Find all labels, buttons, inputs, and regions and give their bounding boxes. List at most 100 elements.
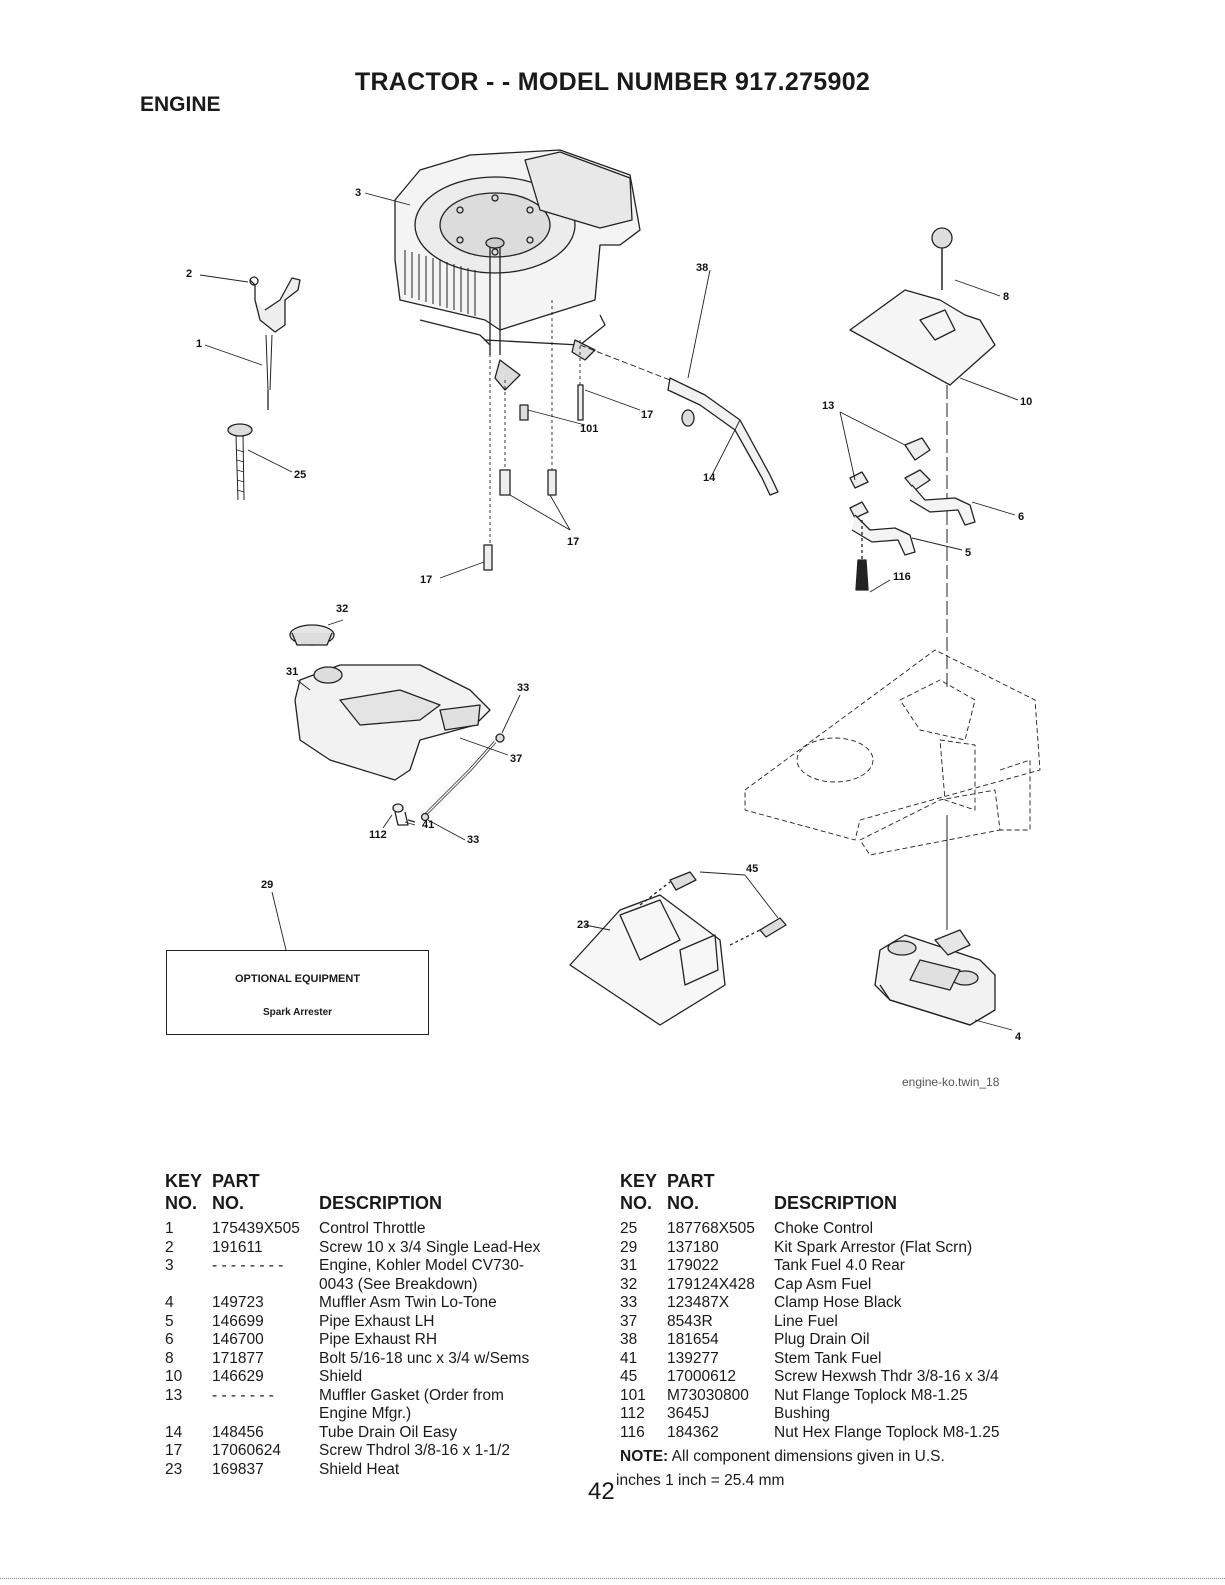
- part-description: Screw Hexwsh Thdr 3/8-16 x 3/4: [774, 1368, 999, 1385]
- part-description: Engine Mfgr.): [319, 1405, 412, 1422]
- part-description: Screw Thdrol 3/8-16 x 1-1/2: [319, 1442, 510, 1459]
- note-text: All component dimensions given in U.S.: [671, 1448, 945, 1465]
- part-description: Bushing: [774, 1405, 831, 1422]
- part-number: - - - - - - -: [212, 1386, 274, 1404]
- callout-13: 13: [822, 400, 834, 412]
- part-description: Bolt 5/16-18 unc x 3/4 w/Sems: [319, 1349, 530, 1367]
- part-description: Choke Control: [774, 1220, 874, 1237]
- part-description: Muffler Asm Twin Lo-Tone: [319, 1294, 497, 1311]
- oil-drain-tube-illustration: [579, 344, 779, 496]
- callout-8: 8: [1003, 291, 1009, 303]
- callout-25: 25: [294, 469, 306, 481]
- part-description: Tank Fuel 4.0 Rear: [774, 1257, 905, 1274]
- part-key-number: 29: [620, 1238, 638, 1256]
- callout-4: 4: [1015, 1031, 1022, 1043]
- part-key-number: 101: [620, 1386, 646, 1404]
- part-key-number: 4: [165, 1294, 174, 1311]
- part-number: 181654: [667, 1331, 719, 1348]
- page-number: 42: [588, 1478, 615, 1505]
- part-key-number: 31: [620, 1257, 638, 1274]
- part-description: Control Throttle: [319, 1220, 426, 1237]
- parts-row: 0043 (See Breakdown): [165, 1276, 540, 1295]
- callout-101: 101: [580, 423, 598, 435]
- callout-2: 2: [186, 268, 192, 280]
- part-description: Engine, Kohler Model CV730-: [319, 1257, 525, 1274]
- header-key-top: KEY: [165, 1171, 203, 1191]
- callout-33b: 33: [467, 834, 479, 846]
- callout-116: 116: [893, 571, 911, 583]
- part-number: 184362: [667, 1423, 719, 1441]
- callout-37: 37: [510, 753, 522, 765]
- callout-32: 32: [336, 603, 348, 615]
- header-part: NO.: [667, 1193, 700, 1213]
- part-key-number: 32: [620, 1275, 638, 1293]
- part-number: 175439X505: [212, 1220, 300, 1237]
- part-description: Pipe Exhaust LH: [319, 1312, 435, 1330]
- parts-row: 17 17060624 Screw Thdrol 3/8-16 x 1-1/2: [165, 1442, 540, 1461]
- callout-6: 6: [1018, 511, 1024, 523]
- note-text-continued: inches 1 inch = 25.4 mm: [616, 1472, 785, 1489]
- part-number: 171877: [212, 1349, 264, 1367]
- part-key-number: 1: [165, 1220, 174, 1237]
- part-key-number: 6: [165, 1331, 174, 1348]
- header-part: NO.: [212, 1193, 245, 1213]
- header-key-top: KEY: [620, 1171, 658, 1191]
- part-description: Pipe Exhaust RH: [319, 1331, 438, 1348]
- part-key-number: 3: [165, 1257, 174, 1274]
- part-key-number: 45: [620, 1368, 638, 1385]
- parts-row: 38 181654 Plug Drain Oil: [620, 1331, 999, 1350]
- part-number: 17060624: [212, 1442, 281, 1459]
- exhaust-pipes-illustration: [849, 437, 976, 591]
- part-number: M73030800: [667, 1386, 749, 1404]
- callout-17c: 17: [420, 574, 432, 586]
- callout-41: 41: [422, 819, 434, 831]
- part-description: Kit Spark Arrestor (Flat Scrn): [774, 1238, 973, 1256]
- diagram-reference-code: engine-ko.twin_18: [902, 1075, 1000, 1089]
- part-key-number: 38: [620, 1331, 638, 1348]
- part-number: 3645J: [667, 1405, 710, 1422]
- part-description: Plug Drain Oil: [774, 1331, 870, 1348]
- header-part-top: PART: [667, 1171, 715, 1191]
- callout-5: 5: [965, 547, 971, 559]
- callout-10: 10: [1020, 396, 1032, 408]
- part-number: - - - - - - - -: [212, 1257, 284, 1274]
- engine-illustration: [394, 149, 641, 391]
- callout-38: 38: [696, 262, 708, 274]
- header-key: NO.: [620, 1193, 653, 1213]
- exploded-parts-diagram: 3 2 1 25 38 17 101 14 17 17 8 10 13 6 5 …: [186, 149, 1041, 1089]
- frame-outline-illustration: [744, 649, 1041, 856]
- parts-row: 13- - - - - - -Muffler Gasket (Order fro…: [165, 1387, 540, 1406]
- part-key-number: 8: [165, 1349, 174, 1367]
- part-key-number: 13: [165, 1386, 183, 1404]
- page-bottom-rule: [0, 1578, 1225, 1579]
- part-number: 179022: [667, 1257, 719, 1274]
- callout-112: 112: [369, 829, 387, 841]
- fuel-line-illustration: [392, 733, 505, 826]
- part-description: 0043 (See Breakdown): [319, 1275, 478, 1293]
- part-number: 8543R: [667, 1312, 713, 1330]
- part-number: 123487X: [667, 1294, 730, 1311]
- part-key-number: 10: [165, 1368, 183, 1385]
- parts-row: 3 - - - - - - - - Engine, Kohler Model CV7…: [165, 1257, 540, 1276]
- note-label: NOTE:: [620, 1448, 669, 1465]
- leader-lines: [199, 192, 1019, 1031]
- part-description: Stem Tank Fuel: [774, 1349, 882, 1367]
- parts-row: 31 179022 Tank Fuel 4.0 Rear: [620, 1257, 999, 1276]
- callout-1: 1: [196, 338, 202, 350]
- part-number: 17000612: [667, 1368, 736, 1385]
- part-key-number: 17: [165, 1442, 183, 1459]
